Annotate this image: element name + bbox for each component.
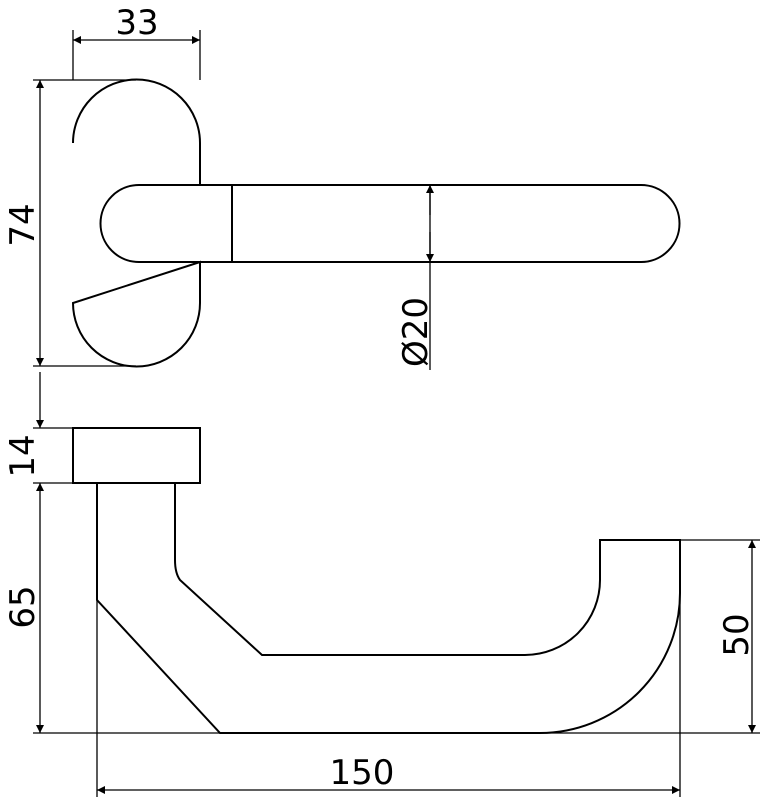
- rose-side: [72, 427, 201, 484]
- lever-handle: [99, 184, 681, 263]
- dimension-diameter-20: Ø20: [396, 185, 436, 370]
- dimension-label: 14: [3, 434, 43, 477]
- dimension-label: Ø20: [396, 297, 436, 367]
- front-view: [71, 78, 681, 368]
- dimension-label: 50: [717, 613, 757, 656]
- dimension-50: 50: [680, 539, 760, 734]
- dimension-label: 33: [115, 3, 158, 43]
- handle-profile: [96, 483, 681, 734]
- dimension-label: 65: [3, 585, 43, 628]
- dimension-label: 74: [3, 203, 43, 246]
- dimension-14: 14: [3, 372, 73, 484]
- oval-rose: [71, 78, 201, 368]
- side-view: [72, 427, 681, 734]
- dimension-150: 150: [96, 593, 681, 797]
- dimension-33: 33: [72, 3, 201, 80]
- dimension-65: 65: [3, 483, 680, 734]
- dimension-74: 74: [3, 79, 136, 367]
- dimension-label: 150: [330, 753, 395, 793]
